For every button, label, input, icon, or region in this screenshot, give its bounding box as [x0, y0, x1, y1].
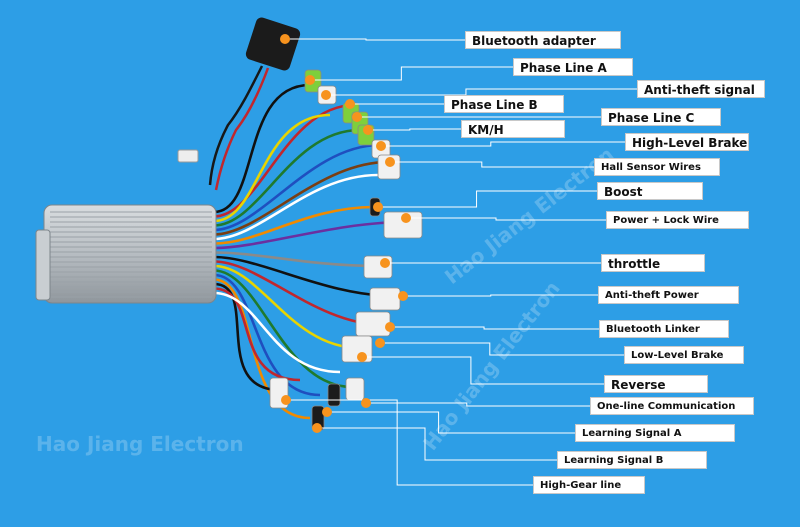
- label-learning-signal-b: Learning Signal B: [557, 451, 707, 469]
- wire: [213, 205, 376, 245]
- point-marker: [375, 338, 385, 348]
- point-marker: [321, 90, 331, 100]
- label-anti-theft-signal: Anti-theft signal: [637, 80, 765, 98]
- leader-line: [366, 402, 590, 407]
- label-phase-line-b: Phase Line B: [444, 95, 564, 113]
- label-reverse: Reverse: [604, 375, 708, 393]
- wire: [213, 269, 353, 389]
- point-marker: [322, 407, 332, 417]
- point-markers: [280, 34, 411, 433]
- wire: [213, 278, 311, 420]
- connector-plug: [369, 287, 401, 311]
- point-marker: [361, 398, 371, 408]
- leader-line: [285, 38, 465, 41]
- leader-line: [381, 141, 625, 147]
- wire: [213, 220, 406, 250]
- leader-line: [390, 326, 599, 330]
- leader-line: [326, 88, 637, 96]
- leader-line: [362, 356, 604, 385]
- label-km-h: KM/H: [461, 120, 565, 138]
- wire: [213, 160, 389, 236]
- wire-bundle: [213, 83, 406, 420]
- wire: [213, 173, 379, 241]
- point-marker: [281, 395, 291, 405]
- label-one-line-communication: One-line Communication: [590, 397, 754, 415]
- label-bluetooth-linker: Bluetooth Linker: [599, 320, 729, 338]
- point-marker: [373, 202, 383, 212]
- point-marker: [385, 157, 395, 167]
- label-boost: Boost: [597, 182, 703, 200]
- point-marker: [363, 125, 373, 135]
- wire: [213, 128, 361, 227]
- point-marker: [380, 258, 390, 268]
- point-marker: [401, 213, 411, 223]
- point-marker: [357, 352, 367, 362]
- connectors: [269, 69, 423, 431]
- point-marker: [280, 34, 290, 44]
- label-high-gear-line: High-Gear line: [533, 476, 645, 494]
- connector-plug: [327, 383, 341, 407]
- connector-plug: [341, 335, 373, 363]
- controller-body: [35, 204, 217, 304]
- point-marker: [376, 141, 386, 151]
- point-marker: [352, 112, 362, 122]
- leader-line: [403, 294, 598, 297]
- leader-line: [327, 411, 575, 434]
- leader-line: [317, 427, 557, 461]
- wire: [213, 264, 361, 350]
- connector-plug: [345, 377, 365, 401]
- bluetooth-adapter-module: [177, 17, 301, 191]
- wire: [213, 113, 331, 223]
- label-power-lock-wire: Power + Lock Wire: [606, 211, 749, 229]
- leader-line: [310, 66, 513, 81]
- wire: [213, 251, 379, 268]
- leader-line: [286, 399, 533, 486]
- wire: [213, 273, 321, 397]
- label-low-level-brake: Low-Level Brake: [624, 346, 744, 364]
- point-marker: [305, 75, 315, 85]
- leader-line: [390, 161, 594, 168]
- leader-line: [378, 190, 597, 208]
- label-anti-theft-power: Anti-theft Power: [598, 286, 739, 304]
- label-high-level-brake: High-Level Brake: [625, 133, 749, 151]
- label-phase-line-c: Phase Line C: [601, 108, 721, 126]
- label-phase-line-a: Phase Line A: [513, 58, 633, 76]
- leader-lines: [285, 38, 637, 486]
- wire: [213, 282, 281, 392]
- watermark: Hao Jiang Electron: [36, 432, 244, 456]
- point-marker: [398, 291, 408, 301]
- point-marker: [312, 423, 322, 433]
- wire: [213, 83, 311, 214]
- point-marker: [385, 322, 395, 332]
- wire: [213, 291, 341, 374]
- label-bluetooth-adapter: Bluetooth adapter: [465, 31, 621, 49]
- leader-line: [406, 217, 606, 221]
- point-marker: [345, 99, 355, 109]
- wire: [213, 143, 381, 232]
- label-hall-sensor-wires: Hall Sensor Wires: [594, 158, 720, 176]
- label-throttle: throttle: [601, 254, 705, 272]
- leader-line: [368, 128, 461, 131]
- wire: [213, 287, 301, 382]
- connector-plug: [355, 311, 391, 337]
- wire: [213, 103, 356, 218]
- label-learning-signal-a: Learning Signal A: [575, 424, 735, 442]
- leader-line: [380, 342, 624, 356]
